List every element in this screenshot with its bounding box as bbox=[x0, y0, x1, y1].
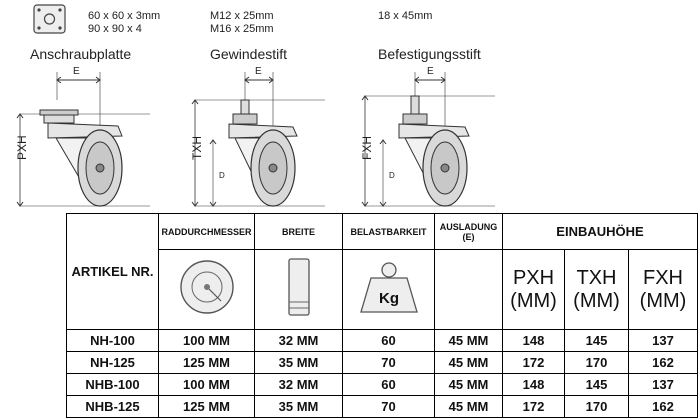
mount-title-plate: Anschraubplatte bbox=[30, 46, 132, 62]
width-icon-cell bbox=[254, 249, 343, 330]
spec-table: ARTIKEL NR. RADDURCHMESSER BREITE BELAST… bbox=[66, 213, 698, 418]
header-fxh: FXH (MM) bbox=[628, 249, 698, 330]
cell-offset: 45 MM bbox=[434, 351, 503, 374]
dim-e-plate: E bbox=[73, 66, 80, 77]
offset-icon-cell bbox=[434, 249, 503, 330]
header-fxh-unit: (MM) bbox=[639, 289, 687, 312]
table-row: NHB-125 125 MM 35 MM 70 45 MM 172 170 16… bbox=[66, 395, 698, 418]
cell-article: NH-125 bbox=[66, 351, 159, 374]
table-row: NH-100 100 MM 32 MM 60 45 MM 148 145 137 bbox=[66, 329, 698, 352]
stem-spec: M12 x 25mm M16 x 25mm bbox=[210, 10, 274, 36]
load-icon-cell: Kg bbox=[342, 249, 435, 330]
header-width: BREITE bbox=[254, 213, 343, 250]
pin-spec-line-1: 18 x 45mm bbox=[378, 10, 433, 22]
cell-offset: 45 MM bbox=[434, 395, 503, 418]
header-article: ARTIKEL NR. bbox=[66, 213, 159, 330]
table-row: NHB-100 100 MM 32 MM 60 45 MM 148 145 13… bbox=[66, 373, 698, 396]
cell-load: 60 bbox=[342, 373, 435, 396]
dim-d-stem: D bbox=[219, 171, 225, 180]
cell-width: 35 MM bbox=[254, 351, 343, 374]
dim-fxh: FXH bbox=[360, 136, 374, 160]
cell-diameter: 100 MM bbox=[158, 373, 255, 396]
pin-spec: 18 x 45mm bbox=[378, 10, 432, 23]
header-pxh-unit: (MM) bbox=[510, 289, 557, 312]
header-pxh-label: PXH bbox=[512, 266, 555, 289]
dim-e-stem: E bbox=[255, 66, 262, 77]
cell-txh: 145 bbox=[564, 329, 629, 352]
cell-pxh: 172 bbox=[502, 351, 565, 374]
caster-pin-drawing: E D FXH bbox=[360, 66, 495, 207]
cell-fxh: 162 bbox=[628, 351, 698, 374]
cell-article: NHB-125 bbox=[66, 395, 159, 418]
wheel-width-icon bbox=[287, 258, 310, 316]
cell-fxh: 162 bbox=[628, 395, 698, 418]
cell-width: 32 MM bbox=[254, 373, 343, 396]
cell-diameter: 125 MM bbox=[158, 395, 255, 418]
header-txh-unit: (MM) bbox=[573, 289, 620, 312]
wheel-diameter-icon-cell bbox=[158, 249, 255, 330]
header-txh-label: TXH bbox=[576, 266, 617, 289]
weight-icon-label: Kg bbox=[379, 290, 399, 307]
header-load: BELASTBARKEIT bbox=[342, 213, 435, 250]
cell-width: 32 MM bbox=[254, 329, 343, 352]
cell-fxh: 137 bbox=[628, 329, 698, 352]
wheel-diameter-icon bbox=[179, 260, 234, 314]
cell-txh: 170 bbox=[564, 395, 629, 418]
caster-stem-drawing: E D TXH bbox=[190, 66, 325, 207]
cell-article: NH-100 bbox=[66, 329, 159, 352]
dim-txh: TXH bbox=[190, 136, 204, 160]
cell-txh: 145 bbox=[564, 373, 629, 396]
cell-offset: 45 MM bbox=[434, 329, 503, 352]
cell-diameter: 125 MM bbox=[158, 351, 255, 374]
header-offset: AUSLADUNG (E) bbox=[434, 213, 503, 250]
plate-spec: 60 x 60 x 3mm 90 x 90 x 4 bbox=[88, 10, 160, 36]
header-fxh-label: FXH bbox=[643, 266, 683, 289]
caster-plate-drawing: E PXH bbox=[15, 66, 150, 207]
cell-load: 70 bbox=[342, 351, 435, 374]
cell-diameter: 100 MM bbox=[158, 329, 255, 352]
stem-spec-line-2: M16 x 25mm bbox=[210, 23, 274, 35]
mount-title-pin: Befestigungsstift bbox=[378, 46, 481, 62]
cell-article: NHB-100 bbox=[66, 373, 159, 396]
cell-load: 70 bbox=[342, 395, 435, 418]
mounting-plate-icon bbox=[33, 4, 66, 34]
plate-spec-line-2: 90 x 90 x 4 bbox=[88, 23, 142, 35]
cell-pxh: 148 bbox=[502, 329, 565, 352]
cell-load: 60 bbox=[342, 329, 435, 352]
header-wheel-diameter: RADDURCHMESSER bbox=[158, 213, 255, 250]
cell-width: 35 MM bbox=[254, 395, 343, 418]
table-row: NH-125 125 MM 35 MM 70 45 MM 172 170 162 bbox=[66, 351, 698, 374]
dim-d-pin: D bbox=[389, 171, 395, 180]
dim-e-pin: E bbox=[427, 66, 434, 77]
header-install-height: EINBAUHÖHE bbox=[502, 213, 698, 250]
cell-fxh: 137 bbox=[628, 373, 698, 396]
cell-pxh: 148 bbox=[502, 373, 565, 396]
stem-spec-line-1: M12 x 25mm bbox=[210, 10, 274, 22]
dim-pxh: PXH bbox=[15, 135, 29, 160]
cell-pxh: 172 bbox=[502, 395, 565, 418]
weight-icon: Kg bbox=[359, 262, 418, 313]
plate-spec-line-1: 60 x 60 x 3mm bbox=[88, 10, 161, 22]
header-pxh: PXH (MM) bbox=[502, 249, 565, 330]
cell-offset: 45 MM bbox=[434, 373, 503, 396]
cell-txh: 170 bbox=[564, 351, 629, 374]
mount-title-stem: Gewindestift bbox=[210, 46, 288, 62]
header-txh: TXH (MM) bbox=[564, 249, 629, 330]
